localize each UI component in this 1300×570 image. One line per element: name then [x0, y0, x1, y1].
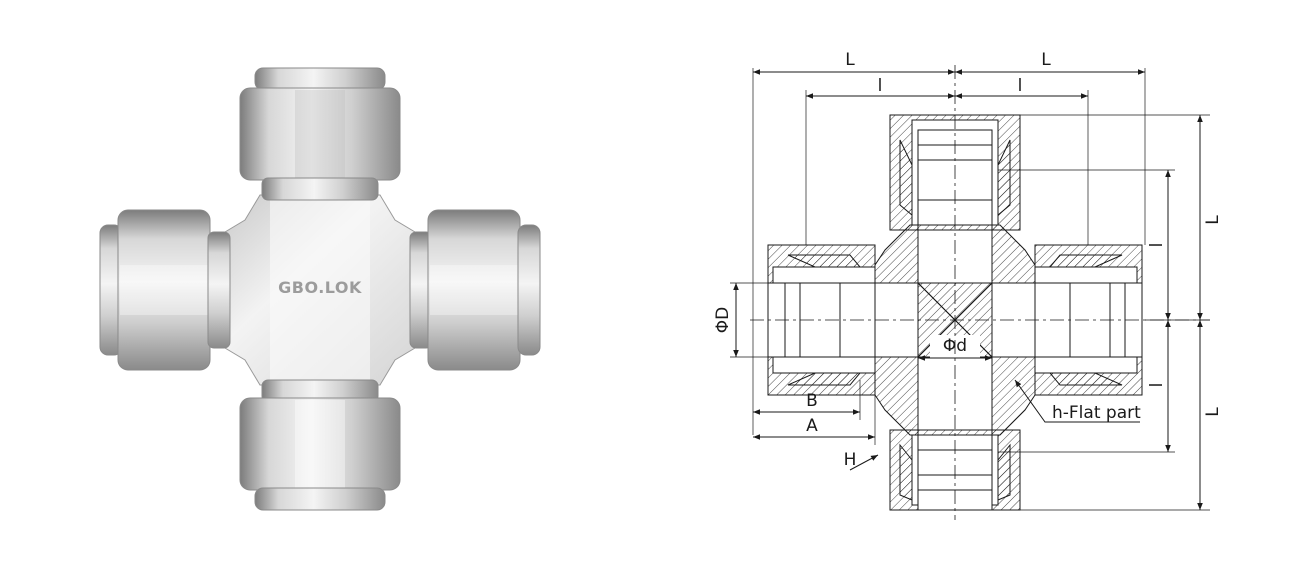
label-D: ΦD	[713, 307, 733, 333]
right-tube-end	[517, 224, 541, 356]
leader-flat	[1014, 379, 1140, 423]
bottom-tube-end	[254, 487, 386, 511]
label-d: Φd	[943, 336, 967, 356]
fitting-photo: GBO.LOK	[99, 67, 541, 511]
top-ferrule	[261, 177, 379, 201]
label-flat-part: h-Flat part	[1052, 403, 1141, 423]
label-l-right-upper: l	[1147, 243, 1167, 248]
label-L-top-left: L	[845, 50, 855, 70]
brand-mark: GBO.LOK	[278, 278, 362, 297]
label-l-top-right: l	[1018, 76, 1023, 96]
label-L-top-right: L	[1041, 50, 1051, 70]
label-l-right-lower: l	[1147, 383, 1167, 388]
label-H: H	[844, 450, 857, 470]
left-ferrule	[207, 231, 231, 349]
label-L-right-lower: L	[1203, 407, 1223, 417]
label-L-right-upper: L	[1203, 215, 1223, 225]
label-A: A	[806, 416, 818, 436]
top-tube-end	[254, 67, 386, 91]
leader-H	[849, 454, 879, 471]
technical-drawing: L L l l L L l l ΦD Φd B A H h-Flat part	[713, 50, 1223, 520]
label-l-top-left: l	[878, 76, 883, 96]
label-B: B	[806, 391, 818, 411]
